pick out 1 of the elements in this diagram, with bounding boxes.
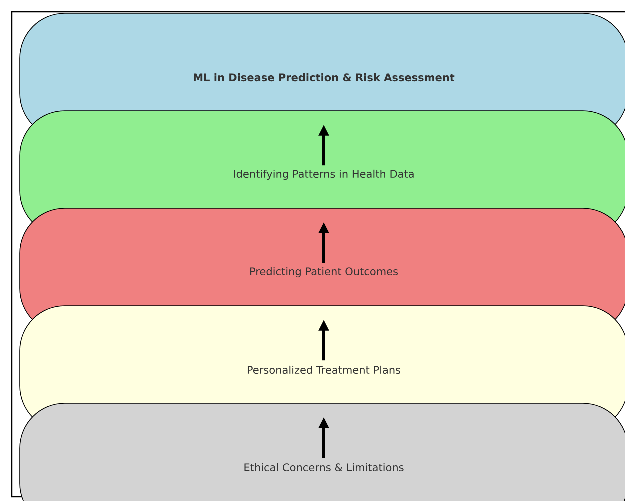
layer-box: Ethical Concerns & Limitations: [20, 403, 625, 501]
